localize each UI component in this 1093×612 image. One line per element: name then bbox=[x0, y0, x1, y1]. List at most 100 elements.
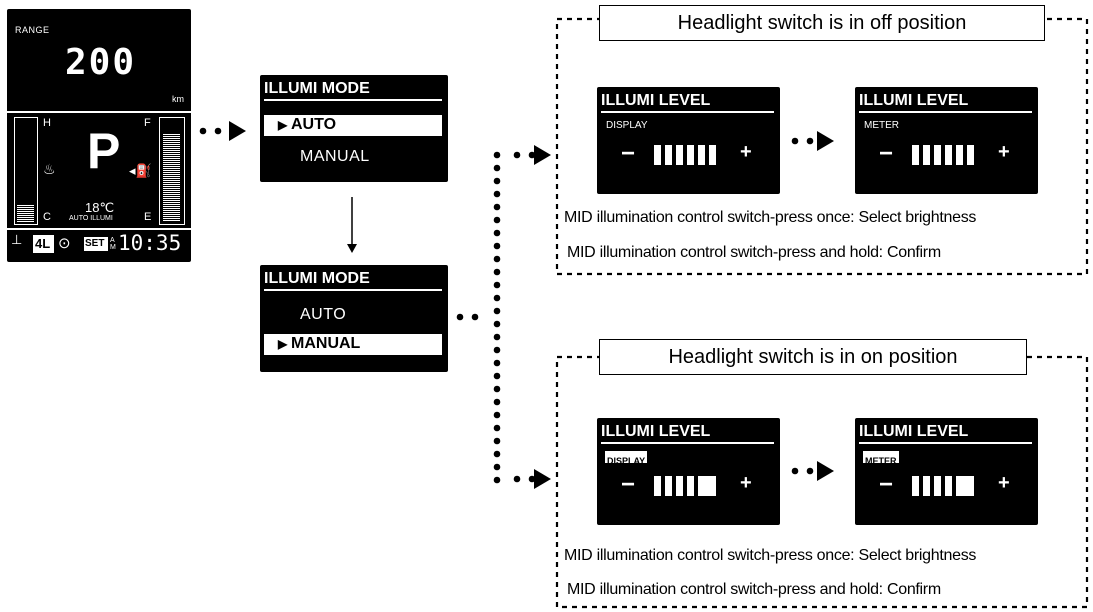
illumi-level-display-screen-off: ILLUMI LEVEL DISPLAY − + bbox=[597, 87, 780, 194]
fuel-gauge bbox=[159, 117, 185, 225]
screen-title: ILLUMI MODE bbox=[264, 270, 370, 287]
dots-manual-to-branch bbox=[456, 313, 479, 321]
level-target-label: DISPLAY bbox=[607, 456, 646, 466]
fuel-pump-icon: ◂⛽ bbox=[129, 163, 152, 178]
branch-dot bbox=[493, 437, 501, 445]
branch-dot bbox=[493, 385, 501, 393]
screen-title: ILLUMI LEVEL bbox=[859, 92, 969, 109]
dots-arrow-main-to-mode bbox=[199, 121, 246, 141]
brightness-level-bar bbox=[654, 145, 734, 165]
brightness-level-bar bbox=[912, 476, 992, 496]
branch-dot bbox=[493, 216, 501, 224]
on-caption-press-once: MID illumination control switch-press on… bbox=[564, 547, 977, 564]
down-arrow-auto-to-manual bbox=[347, 197, 357, 253]
branch-dot bbox=[493, 255, 501, 263]
title-underline bbox=[859, 442, 1032, 444]
title-underline bbox=[264, 289, 442, 291]
selection-pointer-icon: ▶ bbox=[278, 118, 288, 132]
main-meter-display: RANGE 200 km H C ♨ P F E ◂⛽ 18℃ AUTO ILL… bbox=[7, 9, 191, 262]
range-label: RANGE bbox=[15, 25, 50, 35]
on-caption-press-hold: MID illumination control switch-press an… bbox=[567, 581, 941, 598]
title-underline bbox=[859, 111, 1032, 113]
level-target-label-highlighted: METER bbox=[863, 451, 899, 466]
clock: 10:35 bbox=[118, 231, 182, 255]
dots-arrow-on-display-to-meter bbox=[791, 461, 834, 481]
option-manual-selected: ▶ MANUAL bbox=[264, 334, 442, 355]
branch-dot bbox=[493, 242, 501, 250]
selection-pointer-icon: ▶ bbox=[278, 337, 288, 351]
branch-dot bbox=[493, 268, 501, 276]
level-target-label: METER bbox=[865, 456, 897, 466]
title-underline bbox=[601, 442, 774, 444]
level-segment bbox=[698, 476, 716, 496]
off-caption-press-once: MID illumination control switch-press on… bbox=[564, 209, 977, 226]
level-target-label-highlighted: DISPLAY bbox=[605, 451, 648, 466]
option-label: MANUAL bbox=[291, 335, 361, 352]
divider-line-bottom bbox=[7, 228, 191, 230]
temp-cold-label: C bbox=[43, 211, 51, 223]
temperature-gauge-fill bbox=[17, 204, 34, 222]
plus-sign: + bbox=[998, 472, 1010, 494]
level-segment bbox=[923, 476, 930, 496]
level-segment bbox=[654, 145, 661, 165]
illumi-level-display-screen-on: ILLUMI LEVEL DISPLAY − + bbox=[597, 418, 780, 525]
screen-title: ILLUMI MODE bbox=[264, 80, 370, 97]
option-auto: AUTO bbox=[300, 306, 347, 323]
branch-dot bbox=[493, 151, 501, 159]
coolant-temp-icon: ♨ bbox=[43, 161, 56, 177]
dotted-branch-line bbox=[493, 151, 501, 484]
dots-arrow-to-on-section bbox=[513, 469, 551, 489]
dots-arrow-to-off-section bbox=[513, 145, 551, 165]
plus-sign: + bbox=[740, 141, 752, 163]
auto-illumi-text: AUTO ILLUMI bbox=[69, 215, 113, 222]
illumi-level-meter-screen-on: ILLUMI LEVEL METER − + bbox=[855, 418, 1038, 525]
drive-mode-badge: 4L bbox=[33, 235, 54, 253]
level-segment bbox=[912, 476, 919, 496]
branch-dot bbox=[493, 320, 501, 328]
branch-dot bbox=[493, 424, 501, 432]
branch-dot bbox=[493, 359, 501, 367]
cruise-icon: ⊙ bbox=[58, 235, 71, 252]
level-target-label: METER bbox=[864, 120, 899, 131]
fuel-empty-label: E bbox=[144, 211, 152, 223]
level-segment bbox=[654, 476, 661, 496]
screen-title: ILLUMI LEVEL bbox=[859, 423, 969, 440]
level-segment bbox=[665, 145, 672, 165]
divider-line bbox=[7, 111, 191, 113]
level-segment bbox=[956, 476, 974, 496]
branch-dot bbox=[493, 281, 501, 289]
level-segment bbox=[956, 145, 963, 165]
level-segment bbox=[665, 476, 672, 496]
gear-indicator: P bbox=[87, 123, 121, 179]
illumi-level-meter-screen-off: ILLUMI LEVEL METER − + bbox=[855, 87, 1038, 194]
dots-arrow-off-display-to-meter bbox=[791, 131, 834, 151]
off-caption-press-hold: MID illumination control switch-press an… bbox=[567, 244, 941, 261]
branch-dot bbox=[493, 346, 501, 354]
range-value: 200 bbox=[65, 42, 137, 83]
minus-sign: − bbox=[621, 471, 636, 498]
level-segment bbox=[676, 476, 683, 496]
branch-dot bbox=[493, 294, 501, 302]
branch-dot bbox=[493, 450, 501, 458]
branch-dot bbox=[493, 398, 501, 406]
level-segment bbox=[676, 145, 683, 165]
title-underline bbox=[264, 99, 442, 101]
brightness-level-bar bbox=[912, 145, 992, 165]
level-segment bbox=[934, 476, 941, 496]
option-label: AUTO bbox=[291, 116, 337, 133]
level-segment bbox=[687, 476, 694, 496]
branch-dot bbox=[493, 177, 501, 185]
temperature-gauge bbox=[14, 117, 38, 225]
level-segment bbox=[967, 145, 974, 165]
plus-sign: + bbox=[998, 141, 1010, 163]
illumi-mode-screen-auto: ILLUMI MODE ▶ AUTO MANUAL bbox=[260, 75, 448, 182]
four-wheel-drive-icon: ⊥ bbox=[11, 232, 23, 247]
branch-dot bbox=[493, 463, 501, 471]
plus-sign: + bbox=[740, 472, 752, 494]
branch-dot bbox=[493, 164, 501, 172]
minus-sign: − bbox=[621, 140, 636, 167]
title-underline bbox=[601, 111, 774, 113]
level-segment bbox=[945, 145, 952, 165]
branch-dot bbox=[493, 229, 501, 237]
